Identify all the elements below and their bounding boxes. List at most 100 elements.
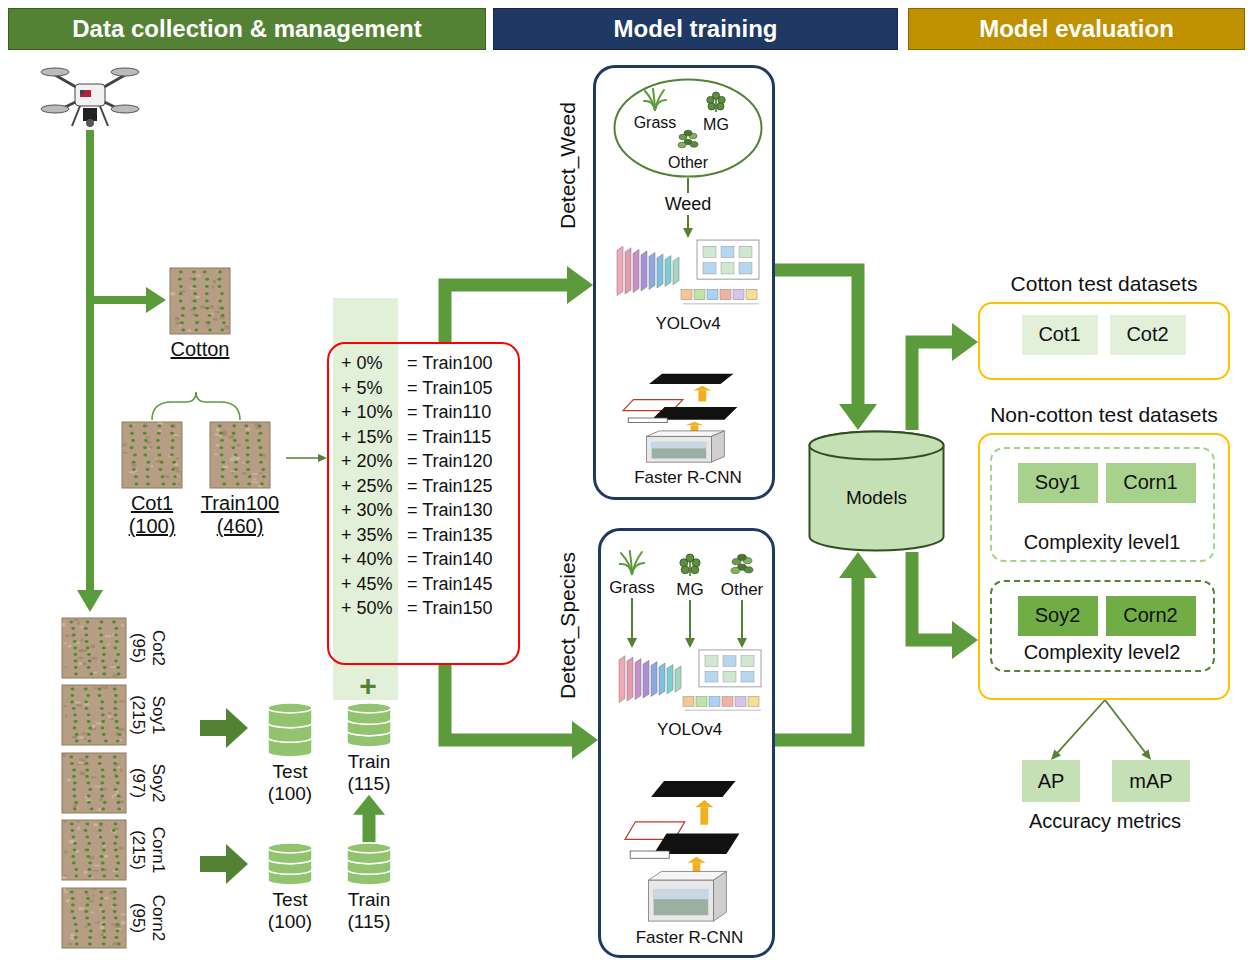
seedling [101, 842, 105, 845]
seedling [72, 862, 76, 865]
soil-speckle [76, 704, 81, 707]
soil-speckle [121, 624, 124, 626]
seedling [221, 475, 225, 478]
seedling [70, 823, 74, 826]
seedling [88, 943, 92, 946]
soil-speckle [91, 889, 97, 891]
soil-speckle [91, 776, 97, 778]
database-label: Train (115) [337, 751, 401, 795]
classifier-slab [651, 781, 736, 797]
soil-speckle [253, 473, 258, 475]
percentage-label-holder: + 15% [341, 426, 393, 448]
soil-speckle [62, 623, 65, 626]
test-group-box: Non-cotton test datasetsComplexity level… [978, 433, 1230, 700]
illustration [346, 703, 392, 747]
soil-speckle [71, 933, 75, 936]
seedling [178, 278, 182, 281]
soil-speckle [215, 311, 220, 313]
seedling [222, 483, 226, 486]
soil-speckle [108, 712, 111, 715]
arrowhead [1141, 749, 1151, 760]
class-ellipse: GrassMGOther [613, 78, 763, 178]
flow-arrow [685, 422, 703, 426]
seedling [146, 475, 150, 478]
broadleaf-leaf [686, 554, 694, 562]
seedling [101, 714, 105, 717]
metric-chip: AP [1022, 760, 1080, 802]
seedling [87, 653, 91, 656]
drone-icon [41, 68, 139, 127]
soil-speckle [66, 899, 70, 902]
dataset-chip: Soy2 [1018, 596, 1098, 636]
seedling [180, 321, 184, 324]
soil-speckle [176, 457, 179, 459]
broadleaf-leaf [708, 103, 715, 110]
connector-arrow [1051, 700, 1105, 760]
seedling [85, 634, 89, 637]
seedling [101, 775, 105, 778]
drone-body [75, 84, 105, 106]
percentage-label: + 40% [341, 548, 393, 570]
soil-speckle [115, 721, 118, 724]
block-arrow [200, 708, 248, 748]
seedling [222, 321, 226, 324]
arrowhead [567, 266, 593, 304]
seedling [98, 762, 102, 765]
illustration [210, 422, 270, 488]
flow-arrow [693, 386, 711, 391]
image-dataset: Cot2 (95) [62, 618, 172, 678]
seedling [205, 285, 209, 288]
dataset-chip: Cot2 [1110, 315, 1186, 355]
seedling [70, 701, 74, 704]
yolo-figure [619, 650, 761, 710]
dataset-chip: Corn1 [1106, 463, 1196, 503]
soil-speckle [215, 444, 219, 447]
seedling [172, 461, 176, 464]
image-dataset: Train100 (460) [194, 422, 286, 538]
feature-slab [619, 656, 625, 703]
head-block [746, 289, 757, 299]
seedling [193, 300, 197, 303]
seedling [74, 653, 78, 656]
soil-speckle [84, 926, 87, 928]
free-label: + [359, 669, 377, 703]
percentage-label-holder: = Train110 [407, 401, 491, 423]
soil-speckle [92, 657, 98, 660]
soil-speckle [119, 700, 125, 702]
seedling [104, 740, 108, 743]
neck-cell [739, 263, 752, 274]
soil-speckle [178, 483, 180, 486]
class-label-holder: Other [668, 153, 708, 172]
seedling [70, 762, 74, 765]
seedling [221, 468, 225, 471]
percentage-label-holder: + 45% [341, 573, 393, 595]
seedling [236, 483, 240, 486]
seedling [75, 943, 79, 946]
seedling [72, 788, 76, 791]
seedling [116, 801, 120, 804]
neck-cell [739, 246, 752, 257]
seedling [73, 640, 77, 643]
connector-line [286, 457, 319, 459]
plant-stem [689, 561, 691, 576]
percentage-label: + 50% [341, 597, 393, 619]
soil-speckle [104, 855, 108, 857]
edge-label: Weed [662, 193, 715, 215]
soil-speckle [77, 821, 80, 823]
complexity-box: Complexity level1Soy1Corn1 [990, 447, 1215, 562]
soil-speckle [63, 642, 66, 644]
seedling [193, 307, 197, 310]
seedling [69, 621, 73, 624]
seedling [100, 707, 104, 710]
seedling [231, 446, 235, 449]
feature-slab [667, 665, 673, 694]
seedling [156, 446, 160, 449]
seedling [114, 917, 118, 920]
soil-speckle [119, 847, 124, 850]
head-block [681, 289, 692, 299]
seedling [258, 425, 262, 428]
seedling [113, 769, 117, 772]
seedling [72, 634, 76, 637]
connector-line [445, 285, 571, 342]
seedling [87, 666, 91, 669]
